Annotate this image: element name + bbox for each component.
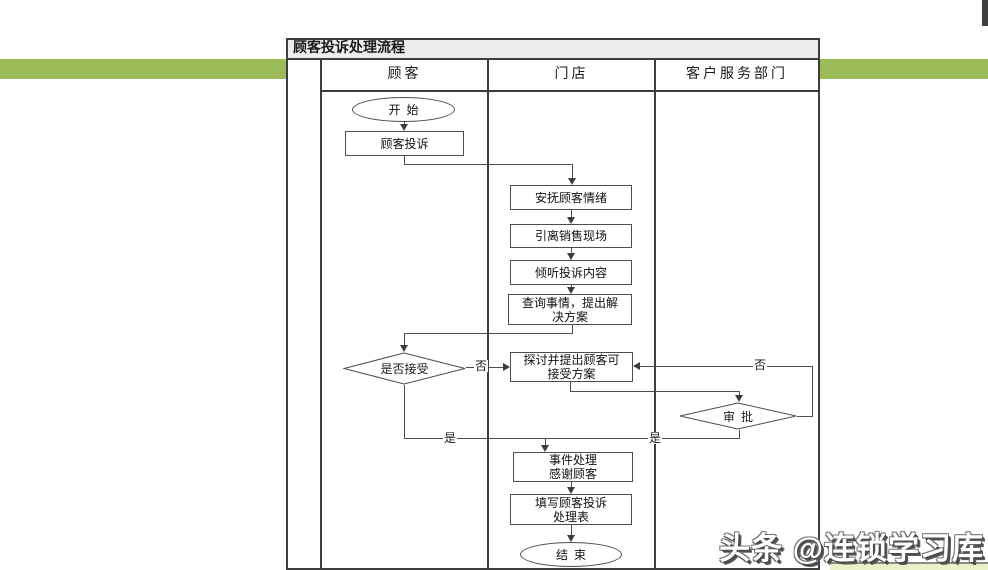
flow-node-fill-form-line1: 填写顾客投诉	[534, 495, 607, 510]
flow-decision-approve-label: 审批	[679, 402, 797, 430]
connector	[404, 156, 405, 164]
arrow-right-icon	[503, 363, 510, 371]
flow-node-discuss-line1: 探讨并提出顾客可	[523, 353, 620, 367]
bottom-strip	[830, 562, 988, 570]
diagram-title: 顾客投诉处理流程	[288, 40, 818, 60]
flow-node-fill-form-line2: 处理表	[552, 509, 589, 524]
flow-node-complaint-label: 顾客投诉	[380, 136, 429, 151]
arrow-down-icon	[567, 287, 575, 294]
connector	[404, 438, 740, 439]
lane-divider	[654, 60, 656, 568]
connector	[739, 391, 740, 395]
flow-node-lead-away: 引离销售现场	[510, 224, 632, 248]
flow-decision-accept-label: 是否接受	[380, 362, 429, 376]
flow-node-handle-line1: 事件处理	[548, 453, 597, 467]
arrow-down-icon	[541, 445, 549, 452]
flow-node-start: 开始	[352, 97, 455, 122]
approve-text: 审批	[722, 409, 759, 424]
flow-node-handle: 事件处理 感谢顾客	[513, 452, 633, 482]
flow-decision-approve: 审批	[679, 402, 797, 430]
arrow-down-icon	[567, 535, 575, 542]
lane-header-customer: 顾客	[387, 67, 422, 82]
connector	[545, 438, 546, 445]
flow-node-start-label: 开始	[388, 102, 425, 117]
connector	[572, 325, 573, 333]
arrow-down-icon	[735, 395, 743, 402]
watermark: 头条 @连锁学习库	[719, 531, 984, 566]
connector	[812, 366, 813, 417]
connector	[404, 385, 405, 438]
edge-label-no: 否	[473, 359, 489, 373]
flow-node-lead-away-label: 引离销售现场	[534, 229, 607, 243]
connector	[570, 382, 571, 391]
arrow-down-icon	[567, 487, 575, 494]
flow-node-soothe-label: 安抚顾客情绪	[534, 190, 607, 205]
flow-node-inquire-line2: 决方案	[551, 309, 588, 324]
connector	[571, 285, 572, 287]
flow-node-inquire: 查询事情，提出解 决方案	[508, 294, 632, 325]
arrow-down-icon	[567, 253, 575, 260]
edge-label-yes: 是	[442, 431, 458, 445]
flow-node-soothe: 安抚顾客情绪	[510, 185, 632, 210]
corner-block	[982, 0, 988, 26]
flow-node-fill-form: 填写顾客投诉 处理表	[510, 494, 632, 525]
connector	[797, 416, 813, 417]
lane-divider	[487, 60, 489, 568]
flow-node-end-label: 结束	[555, 547, 592, 562]
flow-node-handle-line2: 感谢顾客	[548, 467, 597, 481]
lane-divider	[320, 60, 322, 568]
arrow-down-icon	[568, 178, 576, 185]
diamond-shape	[679, 402, 797, 430]
flow-node-listen: 倾听投诉内容	[510, 260, 632, 285]
flow-node-discuss-line2: 接受方案	[547, 367, 596, 381]
flow-node-complaint: 顾客投诉	[345, 131, 464, 156]
flow-node-listen-label: 倾听投诉内容	[534, 265, 607, 280]
connector	[404, 333, 405, 345]
flow-decision-accept: 是否接受	[342, 352, 466, 385]
lane-header-service-dept: 客户服务部门	[686, 67, 788, 82]
connector	[571, 482, 572, 487]
connector	[571, 525, 572, 535]
arrow-down-icon	[567, 217, 575, 224]
diamond-shape	[342, 352, 466, 385]
connector	[739, 430, 740, 438]
arrow-down-icon	[400, 124, 408, 131]
connector	[570, 391, 740, 392]
connector	[404, 164, 573, 165]
arrow-down-icon	[400, 345, 408, 352]
connector	[571, 210, 572, 217]
connector	[571, 248, 572, 253]
connector	[640, 366, 813, 367]
edge-label-yes: 是	[647, 431, 663, 445]
lane-header-store: 门店	[554, 67, 589, 82]
arrow-left-icon	[633, 362, 640, 370]
edge-label-no: 否	[752, 358, 768, 372]
connector	[572, 164, 573, 178]
flow-node-end: 结束	[520, 542, 622, 567]
header-underline	[320, 90, 818, 92]
connector	[404, 333, 573, 334]
flow-node-discuss: 探讨并提出顾客可 接受方案	[510, 352, 633, 382]
flow-node-inquire-line1: 查询事情，提出解	[521, 295, 618, 310]
